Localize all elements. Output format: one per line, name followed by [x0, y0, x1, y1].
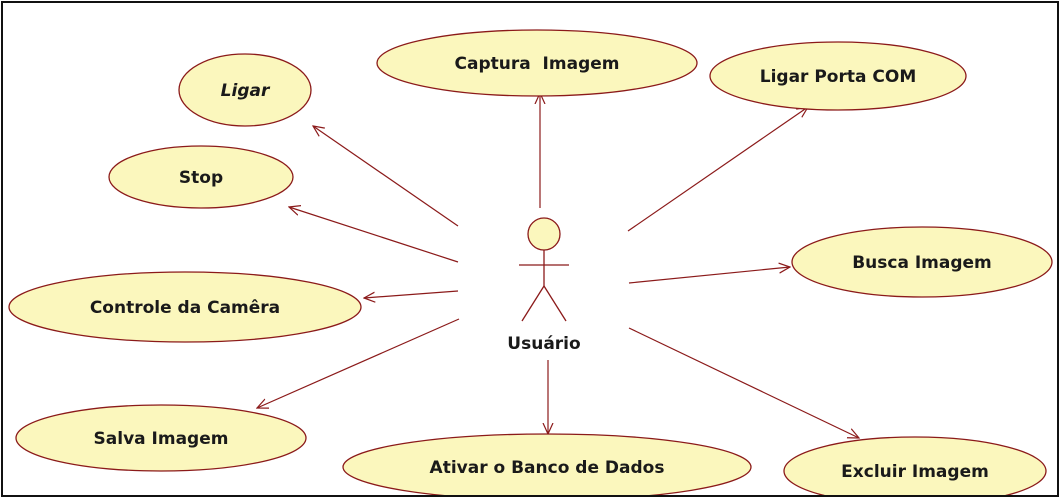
use-case-captura-imagem-label: Captura Imagem [455, 54, 620, 74]
association-ligar-porta-com [627, 107, 808, 232]
association-controle-camera [364, 290, 459, 298]
use-case-ligar-porta-com: Ligar Porta COM [709, 41, 967, 111]
association-stop [289, 207, 459, 263]
use-case-busca-imagem-label: Busca Imagem [852, 253, 992, 273]
actor-left-leg [521, 285, 545, 322]
use-case-stop-label: Stop [179, 168, 223, 188]
use-case-ativar-banco-dados: Ativar o Banco de Dados [342, 433, 752, 495]
use-case-salva-imagem-ellipse [15, 404, 307, 472]
use-case-stop-ellipse [108, 145, 294, 209]
actor-name-label: Usuário [507, 334, 580, 354]
association-salva-imagem [257, 318, 460, 408]
associations [257, 93, 859, 438]
use-case-ativar-banco-dados-ellipse [342, 433, 752, 495]
use-case-ligar-label: Ligar [221, 81, 271, 101]
use-case-ligar-porta-com-label: Ligar Porta COM [760, 67, 917, 87]
actor-usuario: Usuário [507, 217, 581, 354]
use-case-busca-imagem-ellipse [791, 226, 1053, 298]
use-case-captura-imagem: Captura Imagem [376, 29, 698, 97]
association-busca-imagem [628, 267, 790, 284]
use-case-busca-imagem: Busca Imagem [791, 226, 1053, 298]
use-case-controle-camera-ellipse [8, 271, 362, 343]
use-case-stop: Stop [108, 145, 294, 209]
association-excluir-imagem [628, 327, 859, 438]
use-case-ligar: Ligar [178, 53, 312, 127]
actor-head [527, 217, 561, 251]
use-case-ativar-banco-dados-label: Ativar o Banco de Dados [430, 458, 665, 478]
use-case-captura-imagem-ellipse [376, 29, 698, 97]
association-ligar [313, 126, 459, 227]
use-case-excluir-imagem-label: Excluir Imagem [841, 462, 989, 482]
use-case-controle-camera-label: Controle da Camêra [90, 298, 280, 318]
use-case-diagram: Ligar Captura Imagem Ligar Porta COM Sto… [8, 29, 1053, 495]
use-case-ligar-porta-com-ellipse [709, 41, 967, 111]
use-case-controle-camera: Controle da Camêra [8, 271, 362, 343]
actor-right-leg [543, 285, 567, 322]
use-case-excluir-imagem-ellipse [783, 436, 1047, 495]
use-case-salva-imagem: Salva Imagem [15, 404, 307, 472]
use-case-ligar-ellipse [178, 53, 312, 127]
use-case-excluir-imagem: Excluir Imagem [783, 436, 1047, 495]
use-case-salva-imagem-label: Salva Imagem [94, 429, 229, 449]
